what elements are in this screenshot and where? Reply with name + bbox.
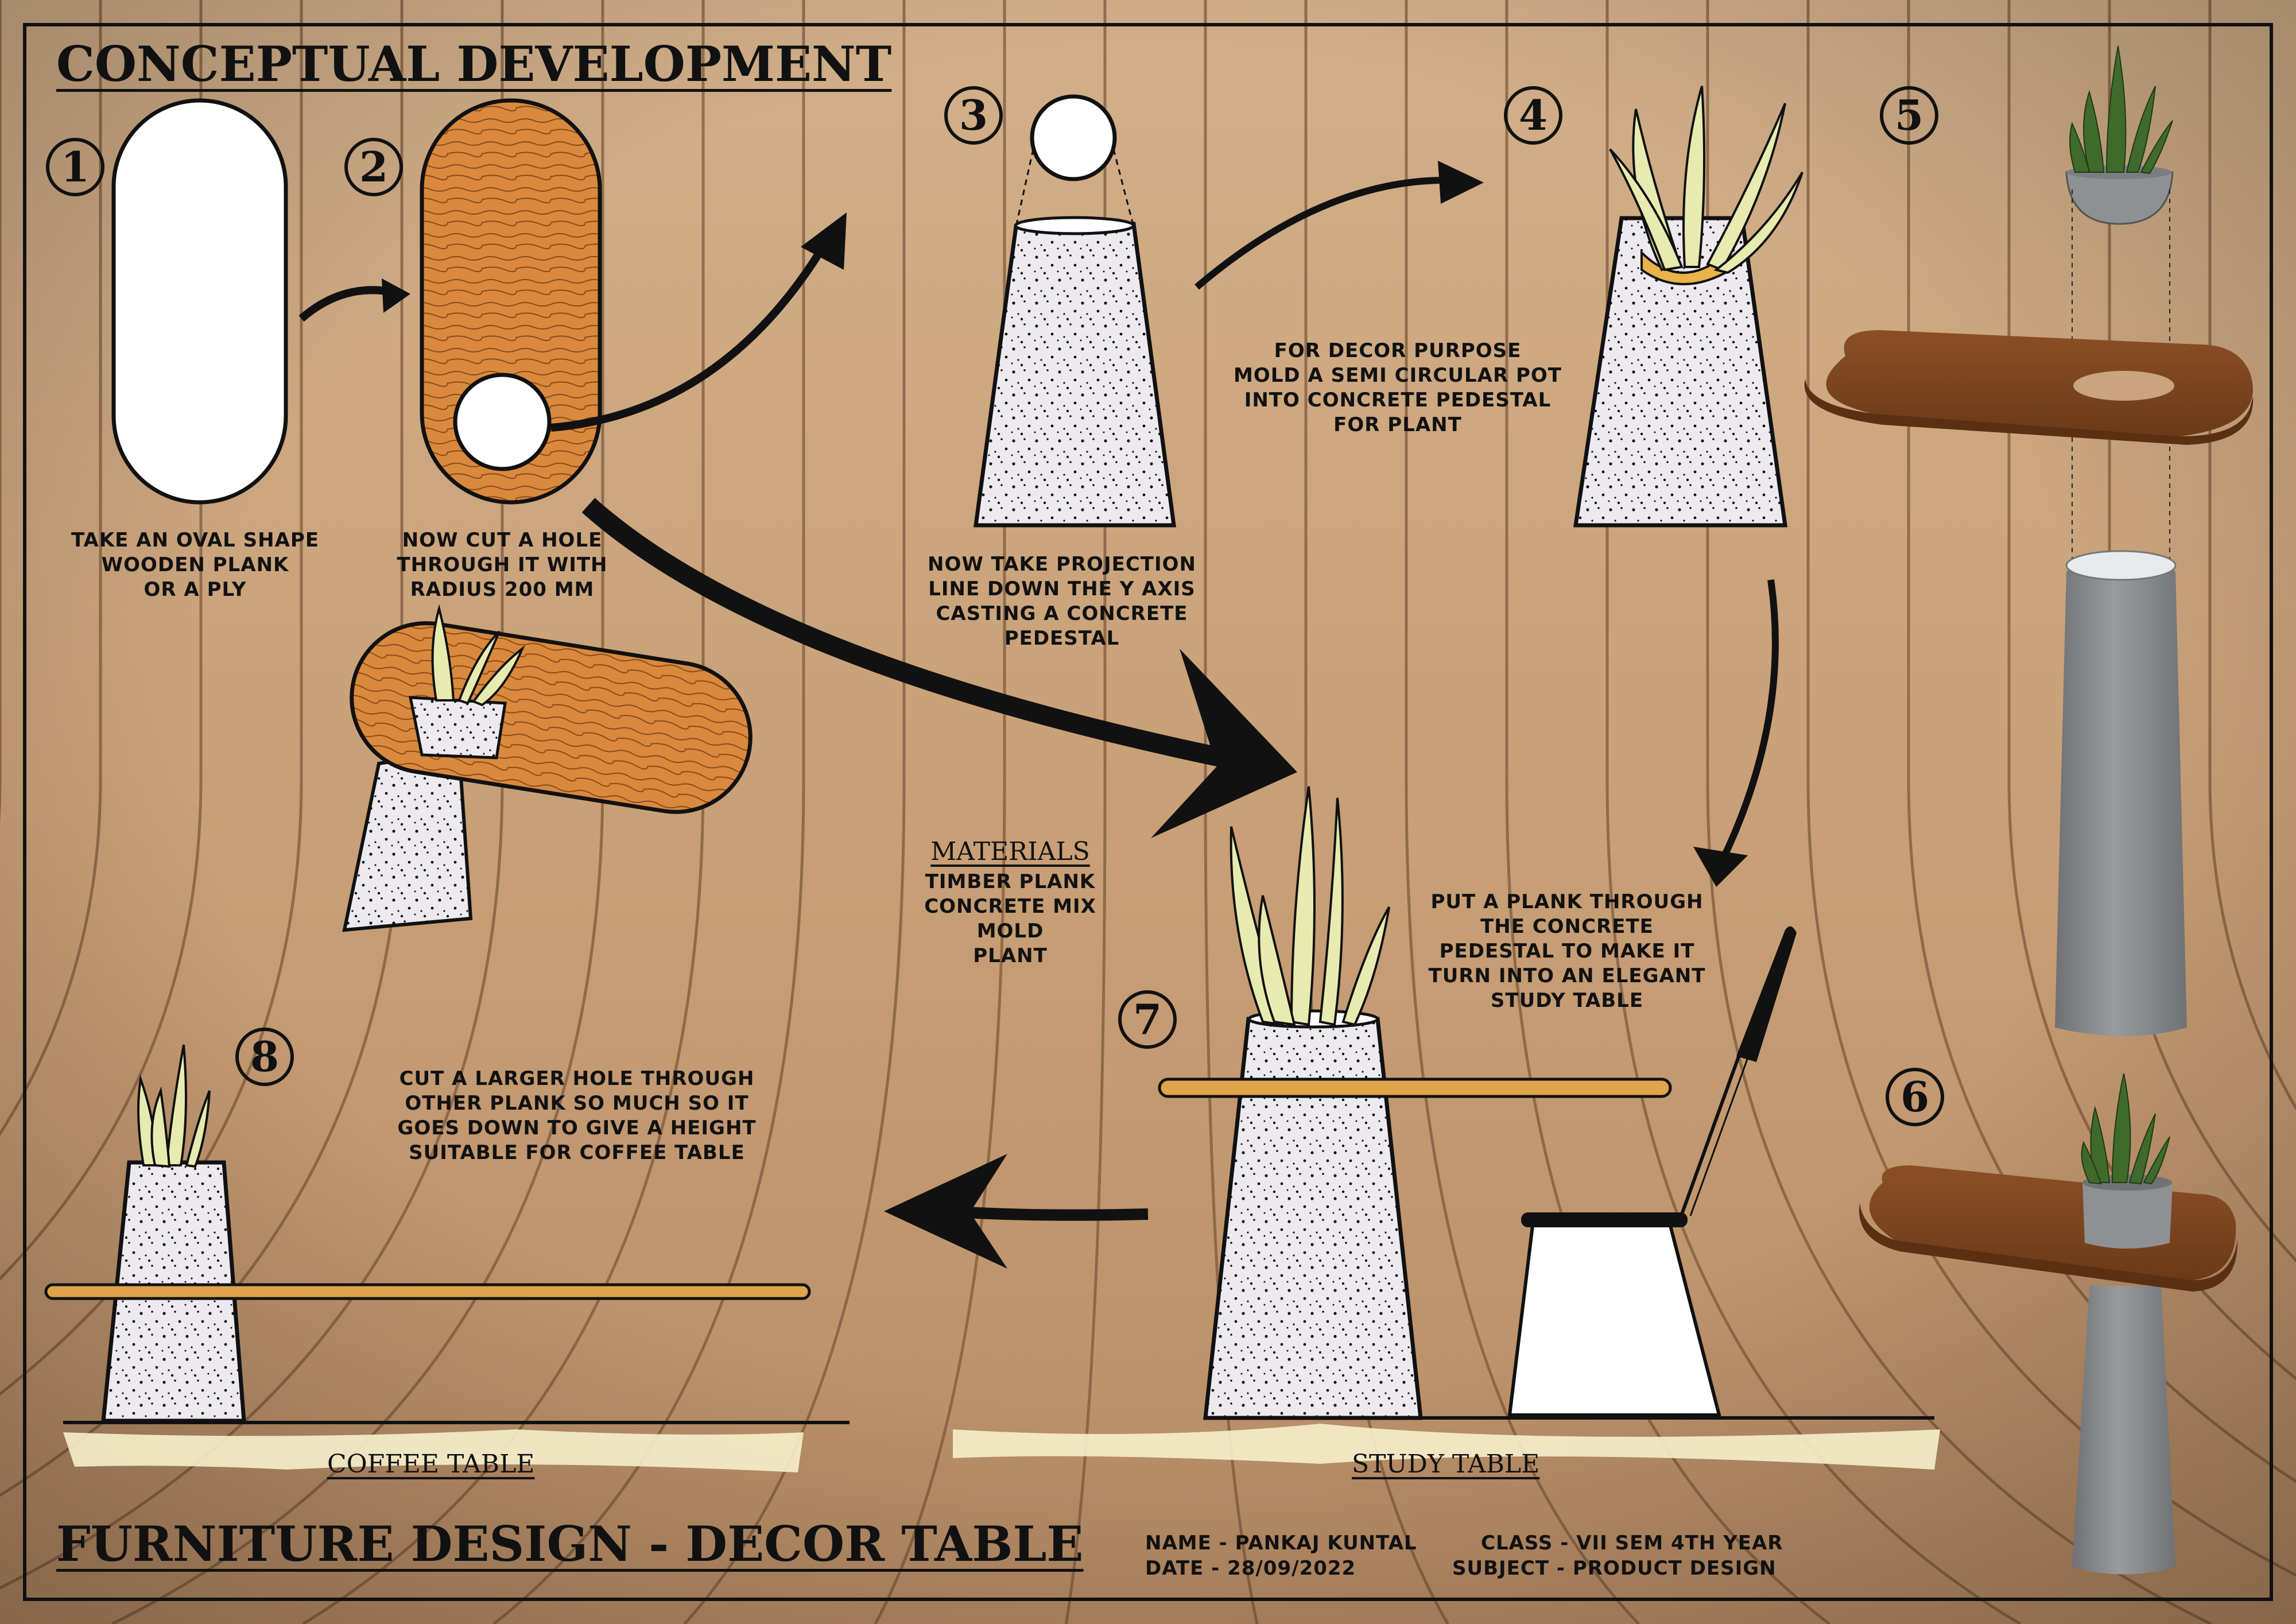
step-number-2: 2 bbox=[344, 138, 403, 196]
step6-assembled-render bbox=[1859, 1073, 2238, 1575]
arrow-2-to-7 bbox=[581, 498, 1282, 779]
step4-caption: FOR DECOR PURPOSE MOLD A SEMI CIRCULAR P… bbox=[1233, 339, 1562, 436]
step-number-3: 3 bbox=[944, 86, 1003, 145]
sketch-plank-through-pedestal bbox=[342, 604, 753, 932]
step-number-7: 7 bbox=[1118, 990, 1177, 1049]
material-item: TIMBER PLANK bbox=[925, 870, 1096, 893]
step5-exploded-render bbox=[1804, 45, 2254, 1036]
material-item: MOLD bbox=[976, 920, 1044, 943]
step-number-4: 4 bbox=[1504, 86, 1562, 145]
step7-study-table bbox=[953, 786, 1940, 1470]
study-table-label: STUDY TABLE bbox=[1352, 1449, 1540, 1479]
material-item: CONCRETE MIX bbox=[924, 895, 1096, 918]
arrow-7-to-8 bbox=[947, 1206, 1149, 1221]
footer-title: FURNITURE DESIGN - DECOR TABLE bbox=[56, 1516, 1084, 1572]
arrow-1-to-2 bbox=[298, 286, 397, 322]
arrow-3-to-4 bbox=[1194, 177, 1464, 290]
step2-caption: NOW CUT A HOLE THROUGH IT WITH RADIUS 20… bbox=[397, 529, 608, 601]
arrow-2-to-3 bbox=[550, 239, 831, 432]
step1-caption: TAKE AN OVAL SHAPE WOODEN PLANK OR A PLY bbox=[71, 529, 320, 601]
materials-heading: MATERIALS bbox=[930, 837, 1090, 866]
step3-caption: NOW TAKE PROJECTION LINE DOWN THE Y AXIS… bbox=[927, 553, 1196, 650]
step1-white-oval-plank bbox=[111, 98, 288, 505]
materials-block: MATERIALS TIMBER PLANK CONCRETE MIX MOLD… bbox=[895, 837, 1125, 968]
coffee-table-label: COFFEE TABLE bbox=[327, 1449, 535, 1479]
subject-info: SUBJECT - PRODUCT DESIGN bbox=[1452, 1557, 1777, 1580]
step3-concrete-pedestal bbox=[973, 94, 1176, 528]
step7-caption: PUT A PLANK THROUGH THE CONCRETE PEDESTA… bbox=[1428, 890, 1706, 1012]
author-name: NAME - PANKAJ KUNTAL bbox=[1145, 1532, 1417, 1555]
step-number-5: 5 bbox=[1880, 86, 1938, 145]
step-number-8: 8 bbox=[235, 1028, 294, 1086]
material-item: PLANT bbox=[973, 944, 1048, 967]
page-title: CONCEPTUAL DEVELOPMENT bbox=[56, 36, 892, 92]
sheet-date: DATE - 28/09/2022 bbox=[1145, 1557, 1356, 1580]
step4-pedestal-with-plant bbox=[1573, 86, 1804, 528]
class-info: CLASS - VII SEM 4TH YEAR bbox=[1481, 1532, 1783, 1555]
step8-coffee-table bbox=[44, 1044, 850, 1472]
arrow-4-to-7 bbox=[1719, 579, 1779, 863]
step2-wood-plank-with-hole bbox=[420, 98, 602, 505]
step8-caption: CUT A LARGER HOLE THROUGH OTHER PLANK SO… bbox=[397, 1067, 757, 1164]
step-number-6: 6 bbox=[1886, 1068, 1944, 1126]
materials-list: TIMBER PLANK CONCRETE MIX MOLD PLANT bbox=[895, 870, 1125, 968]
step-number-1: 1 bbox=[46, 138, 104, 196]
sheet-border bbox=[23, 23, 2273, 1601]
